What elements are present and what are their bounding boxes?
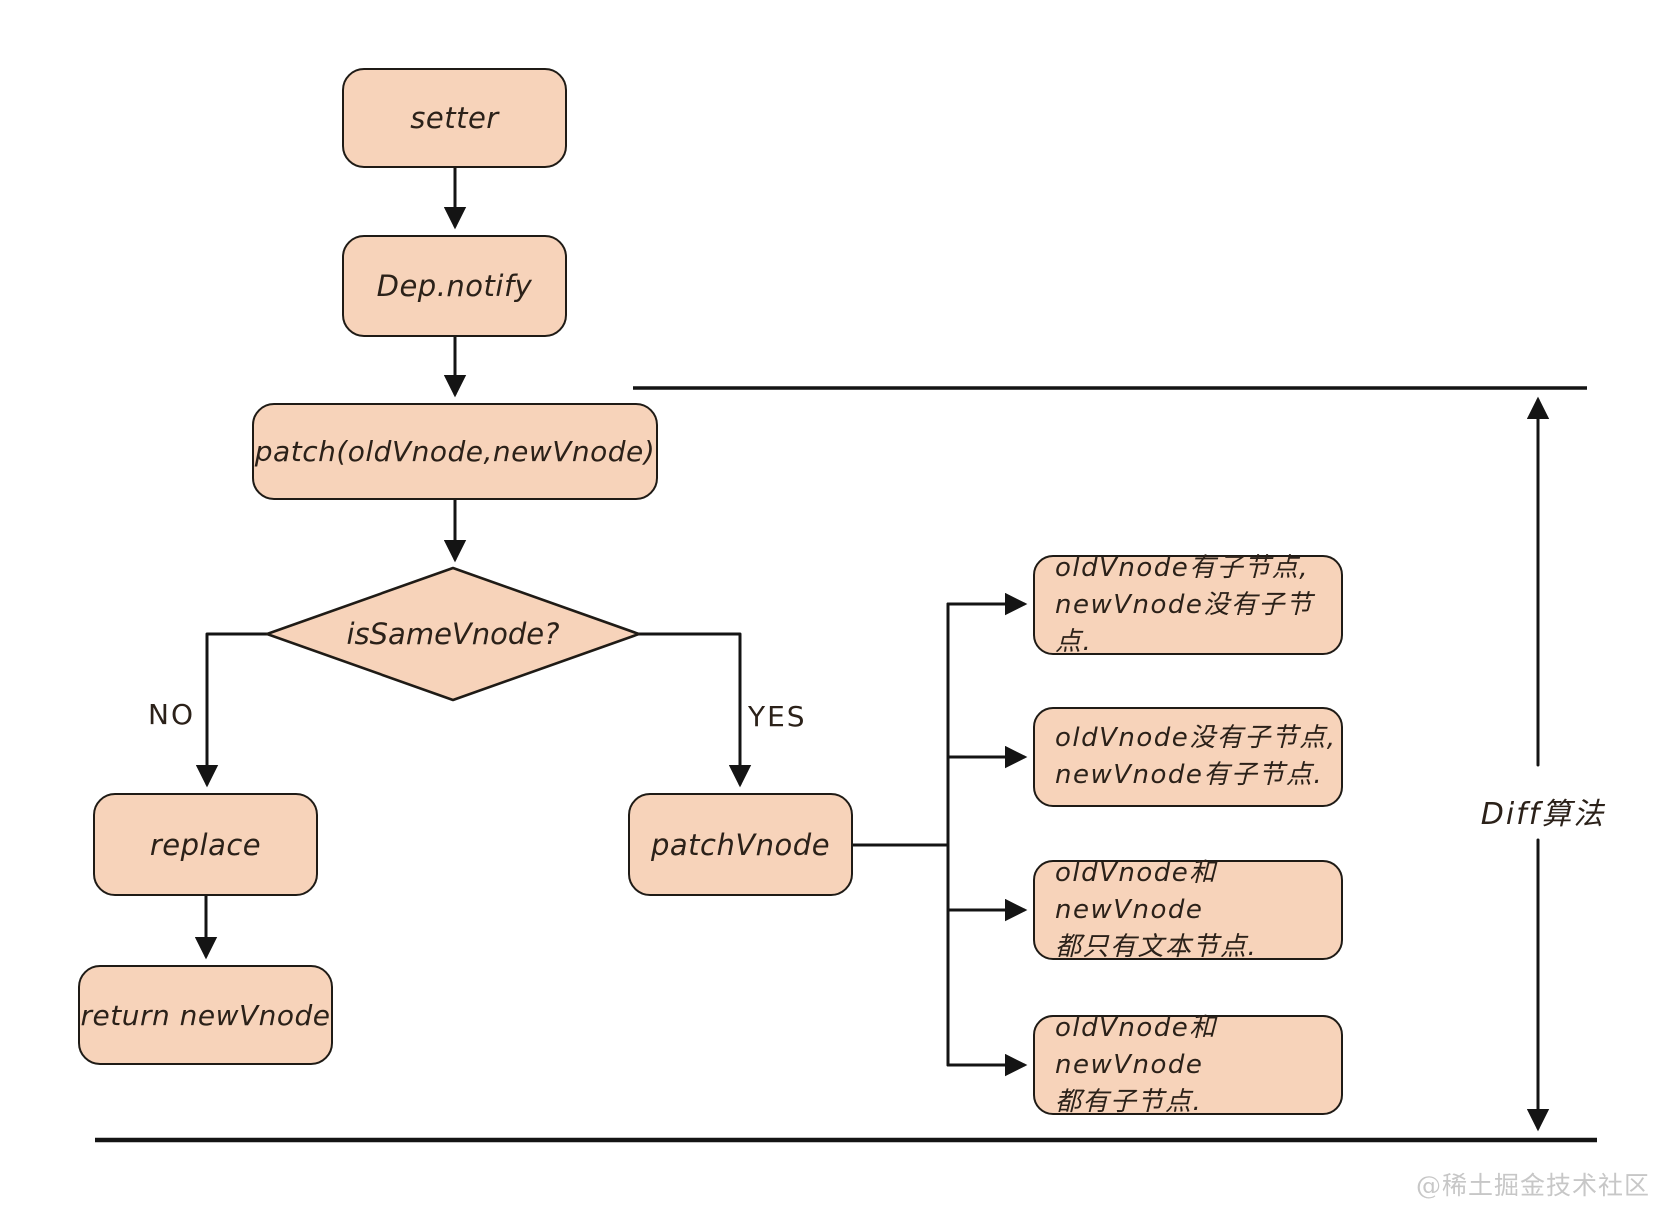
case-line: oldVnode和newVnode [1055,857,1217,925]
is-same-vnode-decision-shape [265,566,641,702]
setter-node-label: setter [410,101,499,135]
yes-edge-label: YES [748,700,807,733]
return-new-vnode-label: return newVnode [80,998,331,1032]
patch-vnode-node-label: patchVnode [650,827,831,862]
replace-node-label: replace [149,827,262,862]
case-old-none-new-has-children-node: oldVnode没有子节点, newVnode有子节点. [1033,707,1343,807]
case-line: 都只有文本节点. [1055,931,1258,962]
juejin-watermark: @稀土掘金技术社区 [1415,1171,1650,1200]
case-line: newVnode没有子节点. [1055,589,1314,657]
edge-decision-no-to-replace [195,632,269,788]
setter-node: setter [342,68,567,168]
replace-node: replace [93,793,318,896]
no-edge-label: NO [148,698,195,731]
case-both-only-text-node: oldVnode和newVnode 都只有文本节点. [1033,858,1343,962]
patch-node-label: patch(oldVnode,newVnode) [254,435,656,468]
return-new-vnode-node: return newVnode [78,965,333,1065]
case-line: oldVnode没有子节点, [1055,723,1337,753]
case-line: 都有子节点. [1055,1086,1203,1117]
case-old-has-children-new-none-node: oldVnode有子节点, newVnode没有子节点. [1033,553,1343,657]
dep-notify-node-label: Dep.notify [376,269,533,303]
edge-decision-yes-to-patchvnode [637,632,752,788]
is-same-vnode-decision-label: isSameVnode? [346,617,560,651]
case-line: newVnode有子节点. [1055,760,1324,790]
patch-vnode-node: patchVnode [628,793,853,896]
diff-algorithm-label: Diff算法 [1480,797,1606,832]
case-both-have-children-node: oldVnode和newVnode 都有子节点. [1033,1013,1343,1117]
patch-node: patch(oldVnode,newVnode) [252,403,658,500]
case-line: oldVnode和newVnode [1055,1012,1217,1080]
case-line: oldVnode有子节点, [1055,552,1310,583]
dep-notify-node: Dep.notify [342,235,567,337]
